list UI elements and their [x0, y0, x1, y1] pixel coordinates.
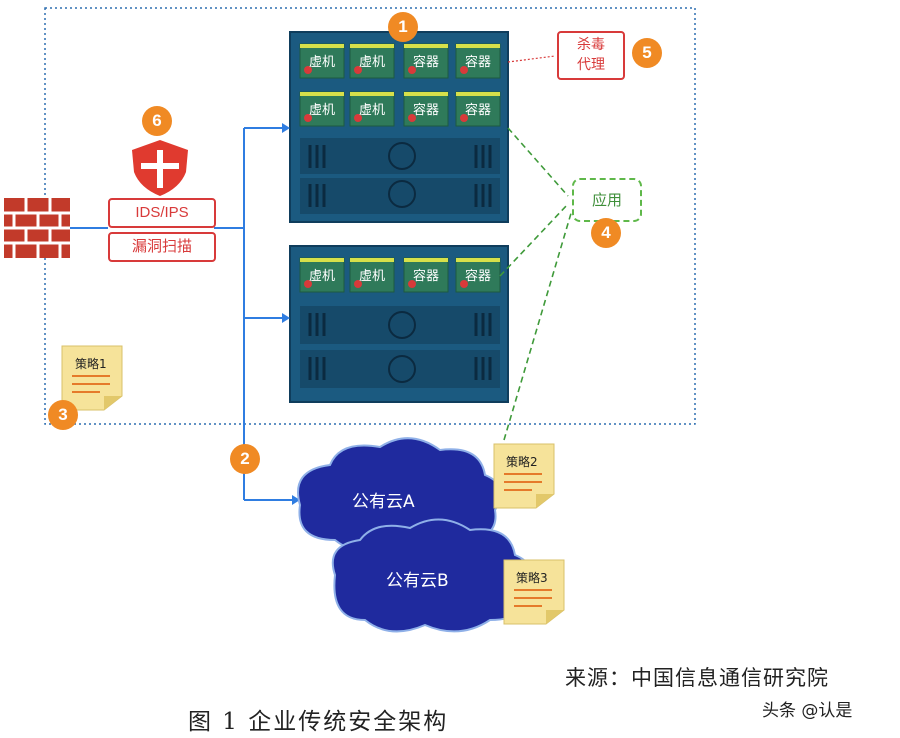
workload-tile: 容器 [403, 257, 449, 293]
alert-dot-icon [354, 66, 362, 74]
antivirus-line1: 杀毒 [577, 36, 605, 52]
policy-note-2: 策略2 [493, 443, 555, 509]
workload-tile: 虚机 [299, 257, 345, 293]
alert-dot-icon [408, 66, 416, 74]
workload-label: 容器 [465, 102, 491, 118]
vuln-scan-box: 漏洞扫描 [108, 232, 216, 262]
source-text: 来源：中国信息通信研究院 [565, 666, 829, 690]
workload-tile: 容器 [455, 91, 501, 127]
antivirus-line2: 代理 [577, 56, 605, 72]
workload-label: 虚机 [359, 269, 385, 284]
network-connectors [70, 127, 296, 501]
antivirus-link [507, 55, 556, 63]
enterprise-boundary [44, 7, 696, 425]
alert-dot-icon [304, 66, 312, 74]
badge-3: 3 [48, 400, 78, 430]
firewall-icon [4, 198, 70, 258]
alert-dot-icon [460, 280, 468, 288]
policy-note-1: 策略1 [61, 345, 123, 411]
workload-tile: 虚机 [349, 43, 395, 79]
workload-label: 虚机 [309, 269, 335, 284]
antivirus-agent-box: 杀毒 代理 [557, 31, 625, 80]
policy-note-1-label: 策略1 [75, 356, 107, 371]
alert-dot-icon [408, 280, 416, 288]
app-links [499, 127, 573, 441]
badge-4: 4 [591, 218, 621, 248]
workload-tile: 容器 [403, 43, 449, 79]
workload-label: 虚机 [309, 103, 335, 118]
alert-dot-icon [408, 114, 416, 122]
policy-note-2-label: 策略2 [506, 454, 538, 469]
badge-1: 1 [388, 12, 418, 42]
alert-dot-icon [354, 280, 362, 288]
badge-2: 2 [230, 444, 260, 474]
shield-icon [132, 140, 188, 196]
workload-label: 容器 [465, 268, 491, 284]
badge-5: 5 [632, 38, 662, 68]
alert-dot-icon [304, 114, 312, 122]
watermark-text: 头条 @认是 [762, 701, 853, 721]
workload-label: 容器 [465, 54, 491, 70]
workload-tile: 容器 [455, 257, 501, 293]
alert-dot-icon [460, 114, 468, 122]
alert-dot-icon [354, 114, 362, 122]
workload-tile: 容器 [403, 91, 449, 127]
workload-tile: 虚机 [299, 91, 345, 127]
workload-label: 虚机 [359, 55, 385, 70]
cloud-b-label: 公有云B [386, 571, 449, 591]
policy-note-3-label: 策略3 [516, 570, 548, 585]
workload-label: 容器 [413, 268, 439, 284]
workload-tile: 虚机 [349, 257, 395, 293]
workload-tile: 虚机 [349, 91, 395, 127]
workload-label: 虚机 [359, 103, 385, 118]
cloud-a-label: 公有云A [352, 492, 415, 512]
policy-note-3: 策略3 [503, 559, 565, 625]
workload-label: 虚机 [309, 55, 335, 70]
alert-dot-icon [304, 280, 312, 288]
figure-caption: 图 1 企业传统安全架构 [188, 709, 449, 735]
workload-label: 容器 [413, 54, 439, 70]
app-box: 应用 [572, 178, 642, 222]
ids-ips-box: IDS/IPS [108, 198, 216, 228]
badge-6: 6 [142, 106, 172, 136]
workload-tile: 虚机 [299, 43, 345, 79]
workload-label: 容器 [413, 102, 439, 118]
alert-dot-icon [460, 66, 468, 74]
workload-tile: 容器 [455, 43, 501, 79]
